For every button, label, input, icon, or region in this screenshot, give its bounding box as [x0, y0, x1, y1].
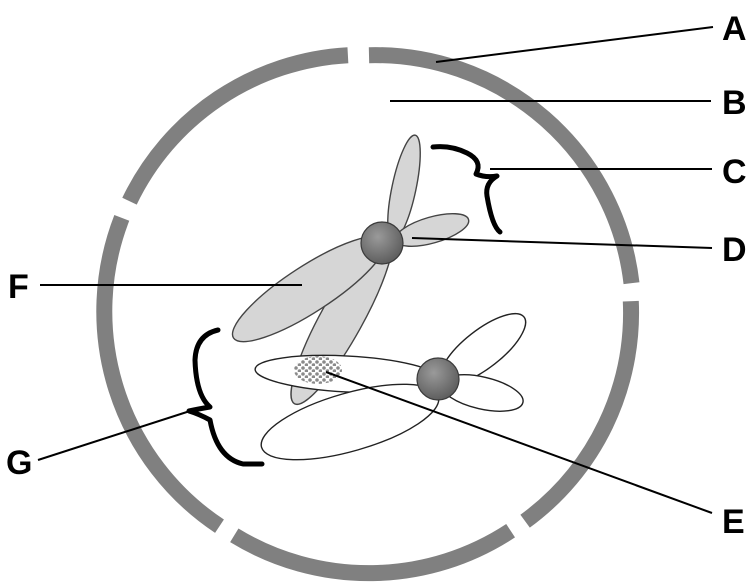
label-g: G [6, 444, 32, 482]
membrane-arc-left [104, 218, 219, 526]
leader-line-g [38, 411, 190, 460]
membrane-arc-bottom [234, 531, 510, 573]
label-b: B [722, 84, 747, 122]
centromere-lower [417, 358, 459, 400]
centromere-upper [361, 222, 403, 264]
gene-locus-dots [294, 356, 342, 384]
label-f: F [8, 268, 29, 306]
brace-g [189, 330, 262, 464]
label-e: E [722, 503, 745, 541]
label-d: D [722, 231, 747, 269]
label-a: A [722, 10, 747, 48]
membrane-arc-right [525, 301, 631, 521]
label-c: C [722, 153, 747, 191]
leader-line-a [436, 27, 713, 62]
membrane-arc-top-left [130, 55, 348, 201]
leader-line-d [412, 238, 712, 248]
